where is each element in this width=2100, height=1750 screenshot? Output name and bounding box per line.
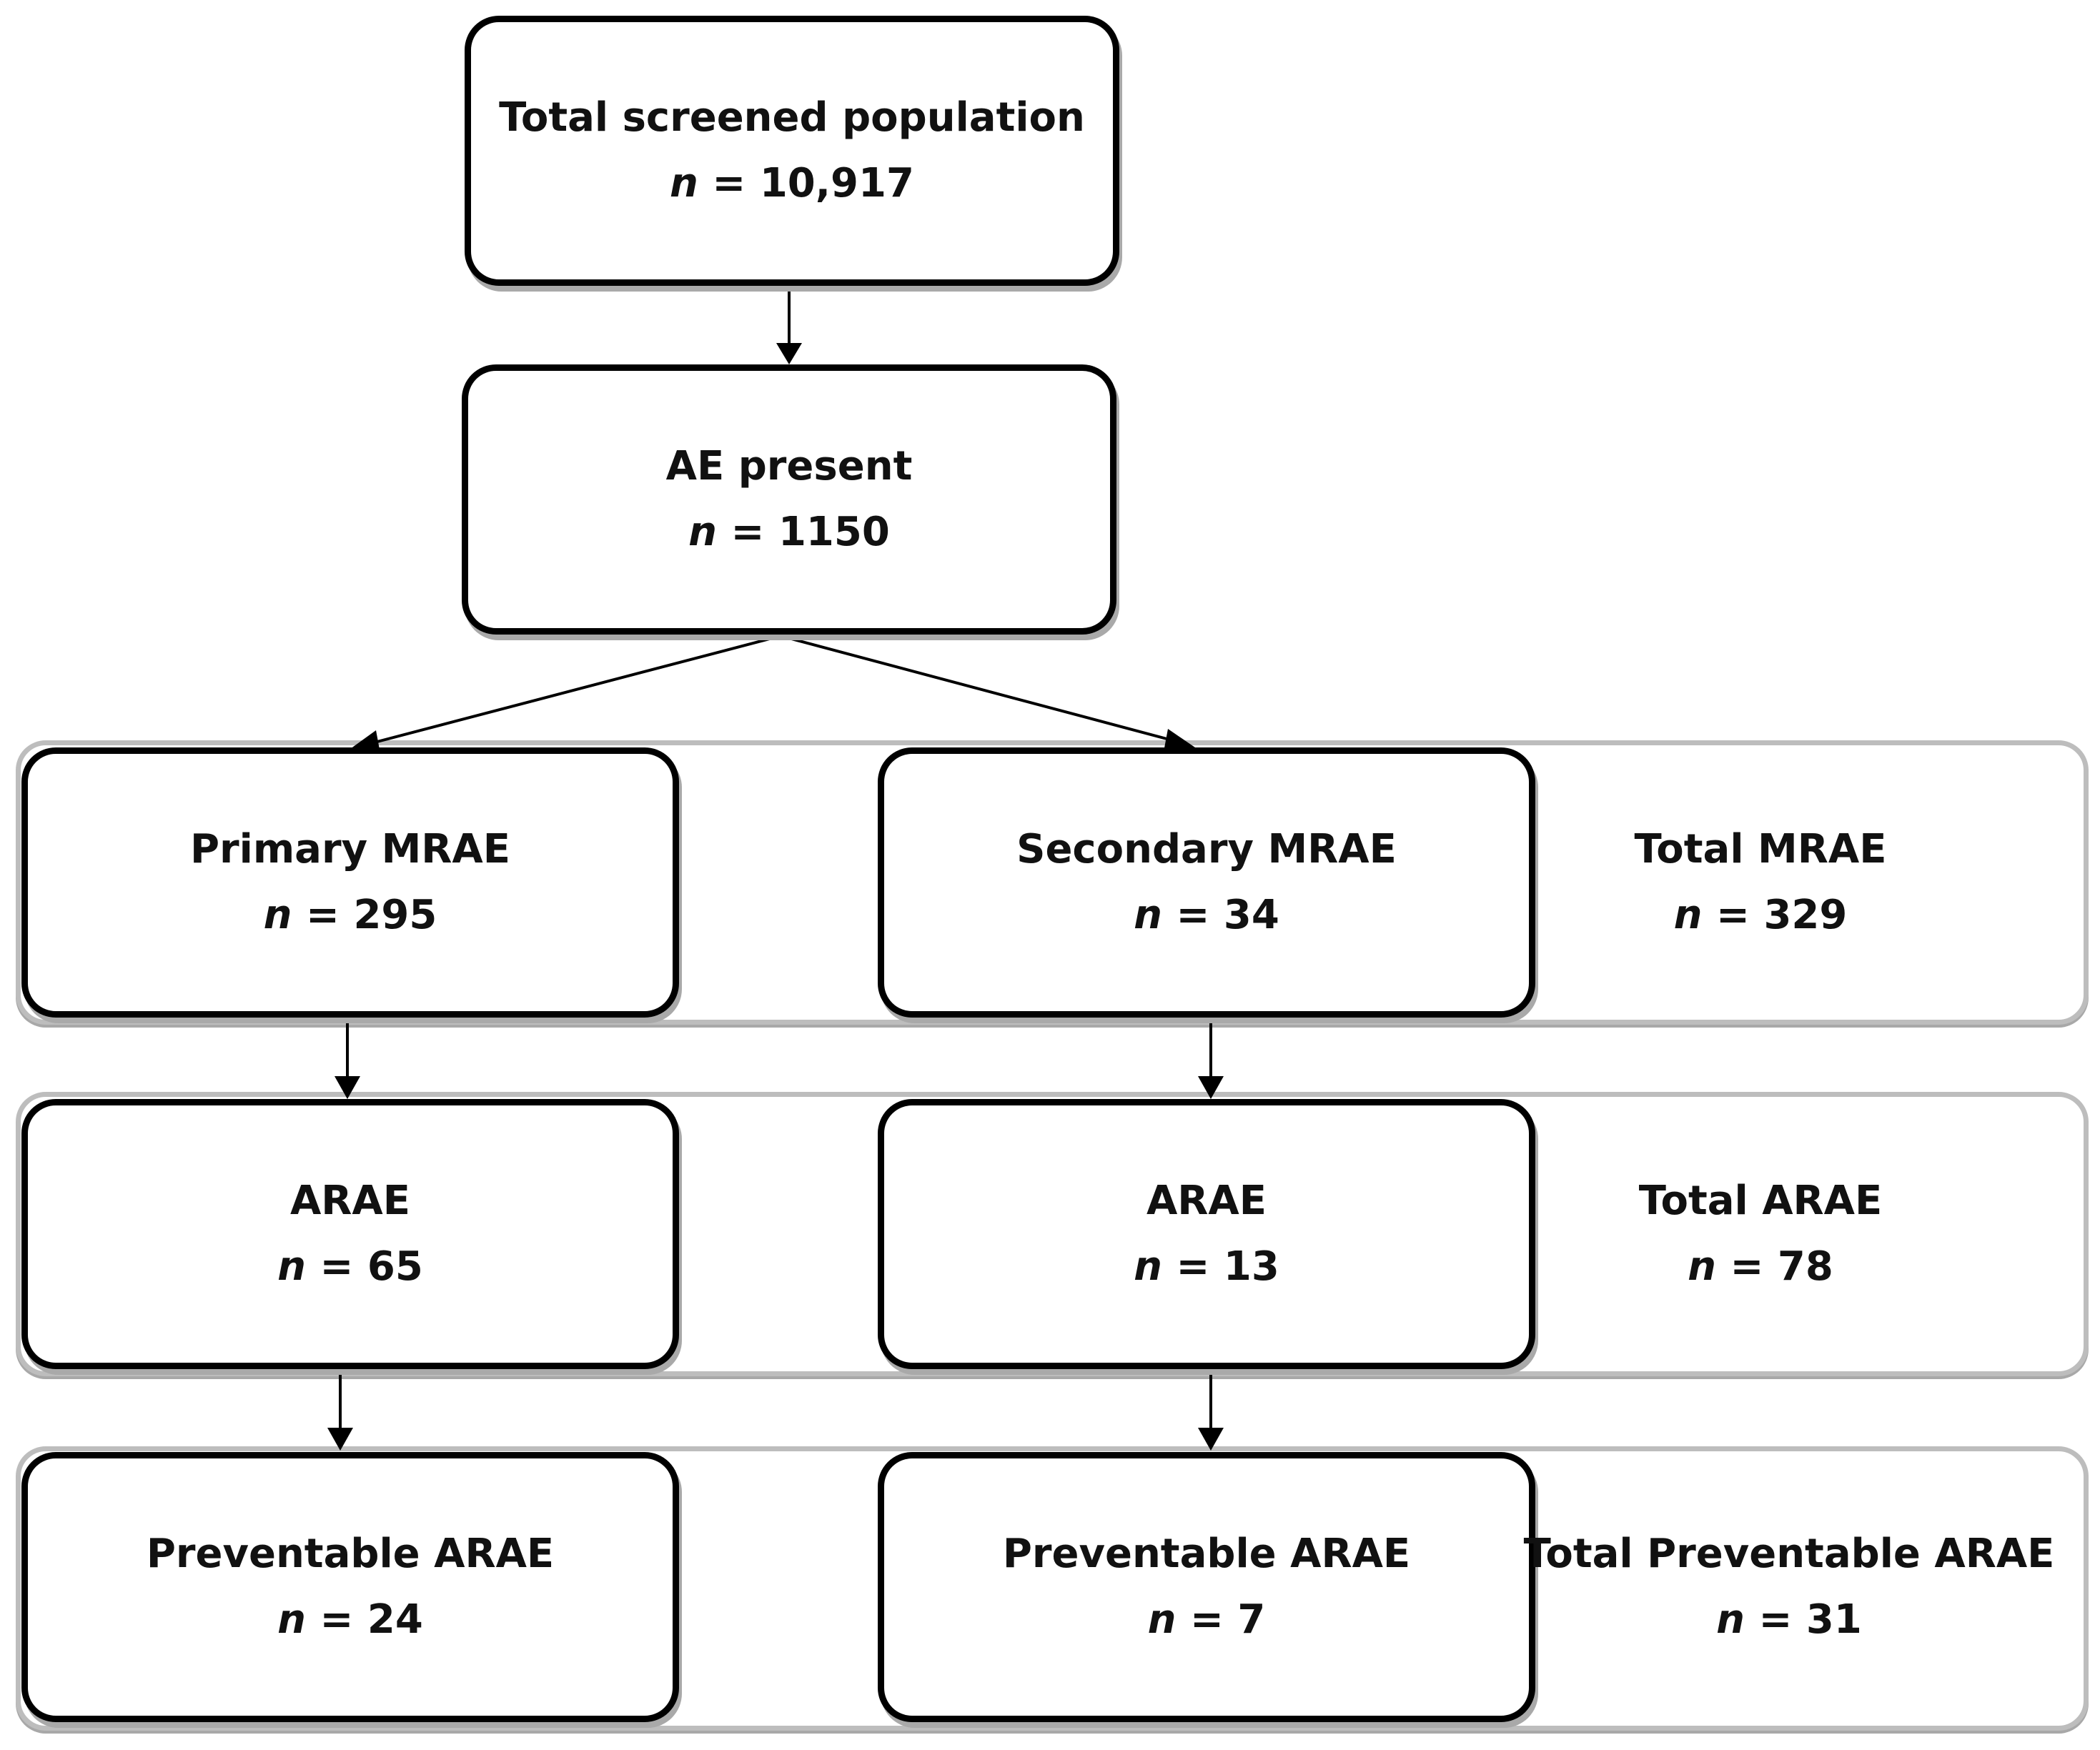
node-title: Preventable ARAE [1002, 1531, 1411, 1577]
node-count: n = 31 [1716, 1600, 1862, 1640]
count-prefix: n [1688, 1243, 1716, 1290]
node-title: Total MRAE [1634, 826, 1887, 872]
arrowhead-secondary-mrae-to-arae [1198, 1076, 1224, 1099]
count-prefix: n [277, 1596, 306, 1643]
count-separator: = [306, 1596, 367, 1643]
arrow-ae-to-primary [371, 635, 781, 745]
node-count: n = 10,917 [670, 164, 914, 204]
count-value: 34 [1223, 892, 1279, 938]
count-prefix: n [1134, 892, 1162, 938]
node-primary-mrae: Primary MRAE n = 295 [21, 747, 679, 1018]
count-value: 295 [353, 892, 437, 938]
node-count: n = 34 [1134, 895, 1279, 935]
node-ae-present: AE present n = 1150 [462, 364, 1116, 635]
count-separator: = [306, 1243, 367, 1290]
arrowhead-primary-arae-to-preventable [327, 1428, 353, 1451]
node-count: n = 7 [1148, 1600, 1266, 1640]
count-separator: = [1702, 892, 1764, 938]
node-title: Preventable ARAE [146, 1531, 555, 1577]
node-count: n = 24 [277, 1600, 423, 1640]
label-total-preventable: Total Preventable ARAE n = 31 [1524, 1452, 2055, 1722]
node-count: n = 329 [1674, 895, 1848, 935]
node-title: Total ARAE [1638, 1178, 1883, 1224]
node-count: n = 1150 [688, 512, 890, 552]
count-separator: = [1716, 1243, 1778, 1290]
node-title: ARAE [1146, 1178, 1267, 1224]
node-title: Total Preventable ARAE [1523, 1531, 2055, 1577]
count-prefix: n [670, 160, 698, 207]
node-count: n = 78 [1688, 1247, 1833, 1287]
arrow-ae-to-secondary [780, 635, 1173, 742]
arrowhead-primary-mrae-to-arae [335, 1076, 360, 1099]
node-title: Primary MRAE [189, 826, 511, 872]
node-secondary-preventable: Preventable ARAE n = 7 [878, 1452, 1535, 1722]
node-title: Total screened population [499, 94, 1085, 141]
count-prefix: n [263, 892, 292, 938]
node-secondary-arae: ARAE n = 13 [878, 1099, 1535, 1369]
node-primary-preventable: Preventable ARAE n = 24 [21, 1452, 679, 1722]
count-prefix: n [688, 509, 718, 555]
node-count: n = 65 [277, 1247, 423, 1287]
count-separator: = [698, 160, 760, 207]
count-separator: = [292, 892, 354, 938]
arrowhead-total-to-ae [776, 343, 802, 364]
count-prefix: n [1134, 1243, 1162, 1290]
count-prefix: n [277, 1243, 306, 1290]
count-separator: = [1176, 1596, 1238, 1643]
count-value: 13 [1223, 1243, 1279, 1290]
node-title: AE present [665, 443, 913, 489]
arrowhead-secondary-arae-to-preventable [1198, 1428, 1224, 1451]
count-prefix: n [1716, 1596, 1745, 1643]
node-count: n = 295 [264, 895, 437, 935]
node-count: n = 13 [1134, 1247, 1279, 1287]
arrowhead-ae-to-secondary [1164, 729, 1195, 752]
count-separator: = [1162, 1243, 1224, 1290]
count-prefix: n [1147, 1596, 1177, 1643]
count-value: 329 [1763, 892, 1848, 938]
count-separator: = [717, 509, 778, 555]
count-separator: = [1745, 1596, 1806, 1643]
count-value: 24 [367, 1596, 423, 1643]
count-value: 65 [367, 1243, 423, 1290]
node-title: ARAE [289, 1178, 411, 1224]
node-title: Secondary MRAE [1016, 826, 1397, 872]
node-primary-arae: ARAE n = 65 [21, 1099, 679, 1369]
label-total-arae: Total ARAE n = 78 [1535, 1099, 1986, 1369]
node-total-screened: Total screened population n = 10,917 [465, 16, 1119, 286]
count-separator: = [1162, 892, 1224, 938]
count-value: 7 [1237, 1596, 1266, 1643]
label-total-mrae: Total MRAE n = 329 [1535, 747, 1986, 1018]
node-secondary-mrae: Secondary MRAE n = 34 [878, 747, 1535, 1018]
count-value: 31 [1806, 1596, 1862, 1643]
count-prefix: n [1673, 892, 1703, 938]
count-value: 1150 [778, 509, 890, 555]
count-value: 78 [1777, 1243, 1833, 1290]
count-value: 10,917 [759, 160, 914, 207]
